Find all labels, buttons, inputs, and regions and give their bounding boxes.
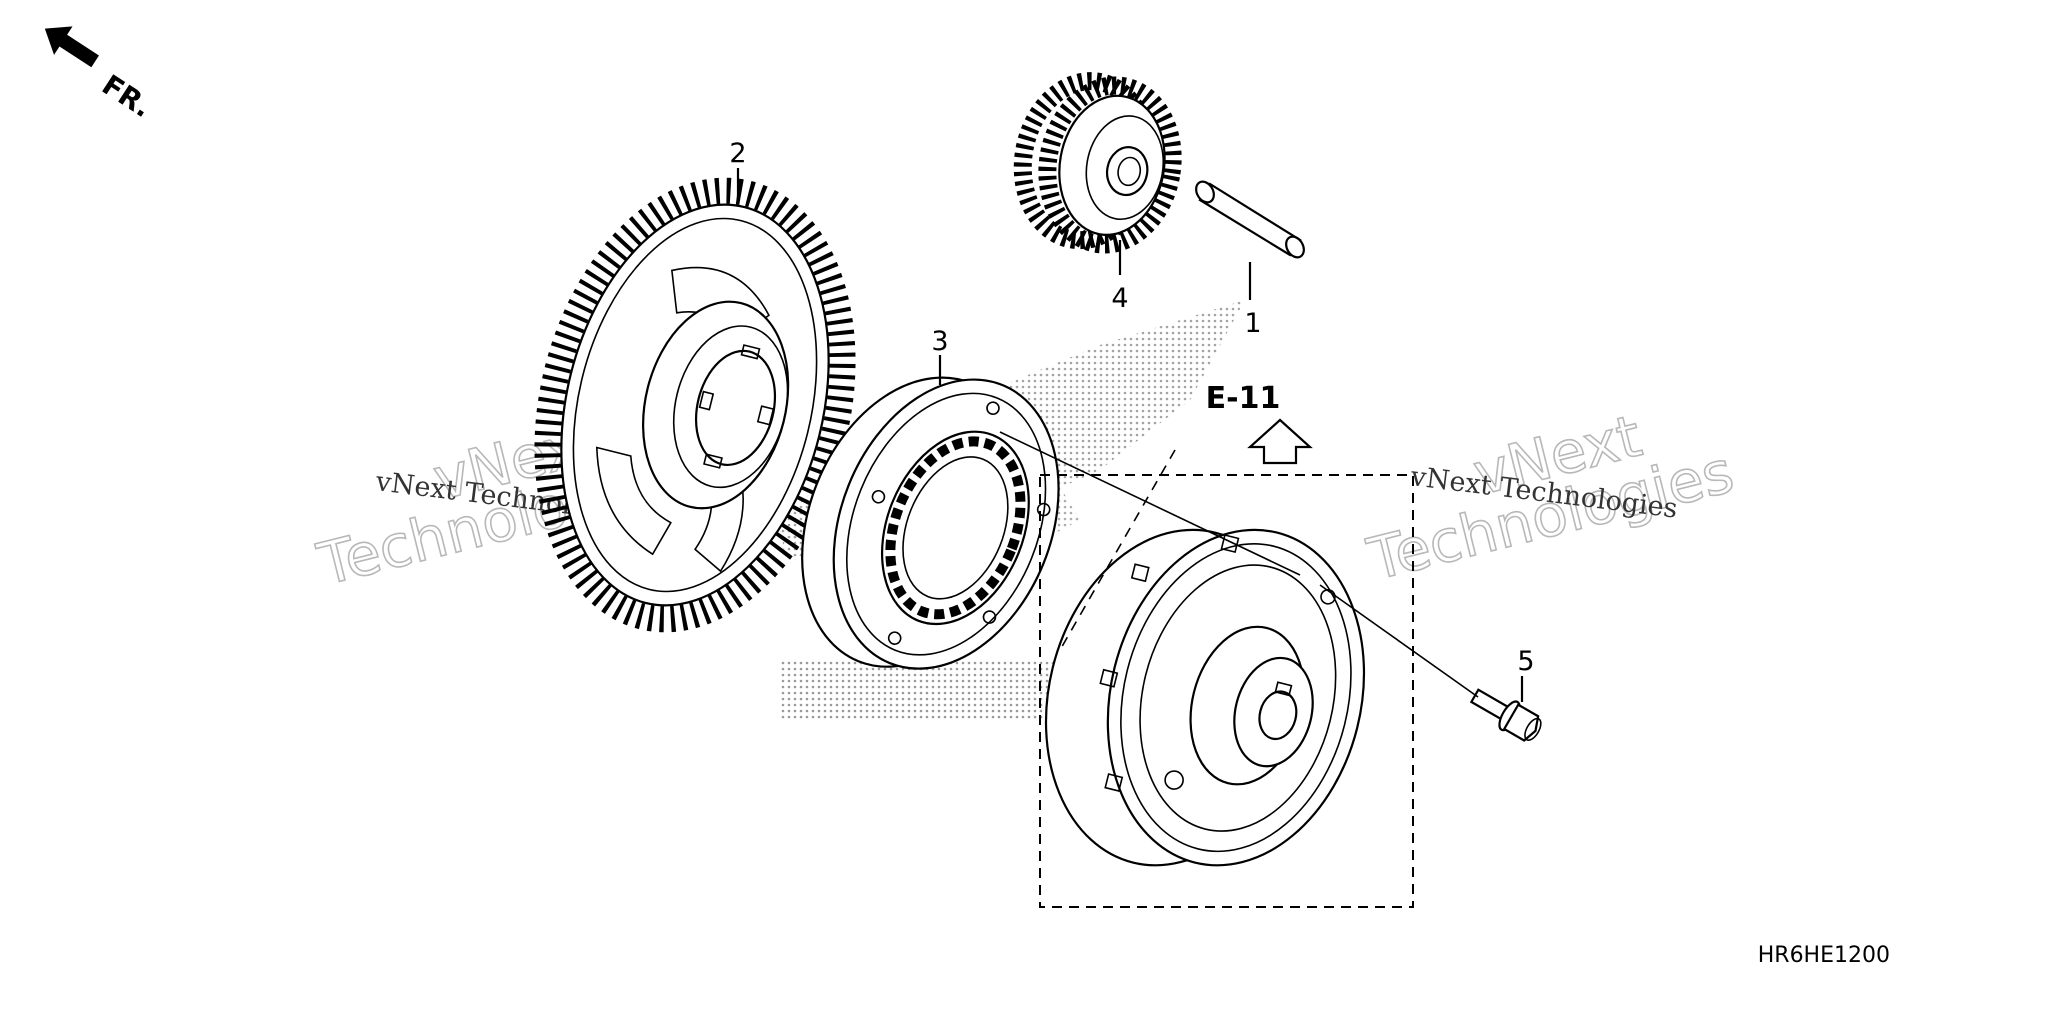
- front-direction-indicator: FR.: [44, 26, 158, 124]
- front-direction-label: FR.: [96, 68, 157, 124]
- front-direction-arrow-icon: [44, 26, 99, 68]
- callouts: 2 3 4 1 5: [729, 138, 1534, 677]
- assembly-lines: [999, 431, 1479, 698]
- up-arrow-icon: [1247, 418, 1313, 465]
- flywheel-reference: [1044, 528, 1366, 867]
- callout-5[interactable]: 5: [1517, 646, 1534, 677]
- part-4-reduction-gear: [1013, 72, 1182, 254]
- reference-dashed-box: [1039, 474, 1414, 908]
- callout-2[interactable]: 2: [729, 138, 746, 169]
- watermark-right: vNext Technologies vNext Technologies: [1360, 401, 1741, 595]
- part-3-one-way-clutch: [801, 376, 1060, 670]
- part-2-driven-gear: [534, 177, 856, 633]
- reference-indicator[interactable]: E-11: [1206, 381, 1313, 465]
- leader-lines: [736, 168, 1524, 702]
- callout-3[interactable]: 3: [931, 326, 948, 357]
- reference-label: E-11: [1206, 381, 1281, 416]
- part-1-shaft: [1195, 180, 1305, 259]
- diagram-code: HR6HE1200: [1758, 943, 1890, 968]
- callout-1[interactable]: 1: [1244, 308, 1261, 339]
- part-5-bolt: [1469, 688, 1542, 742]
- callout-4[interactable]: 4: [1111, 283, 1128, 314]
